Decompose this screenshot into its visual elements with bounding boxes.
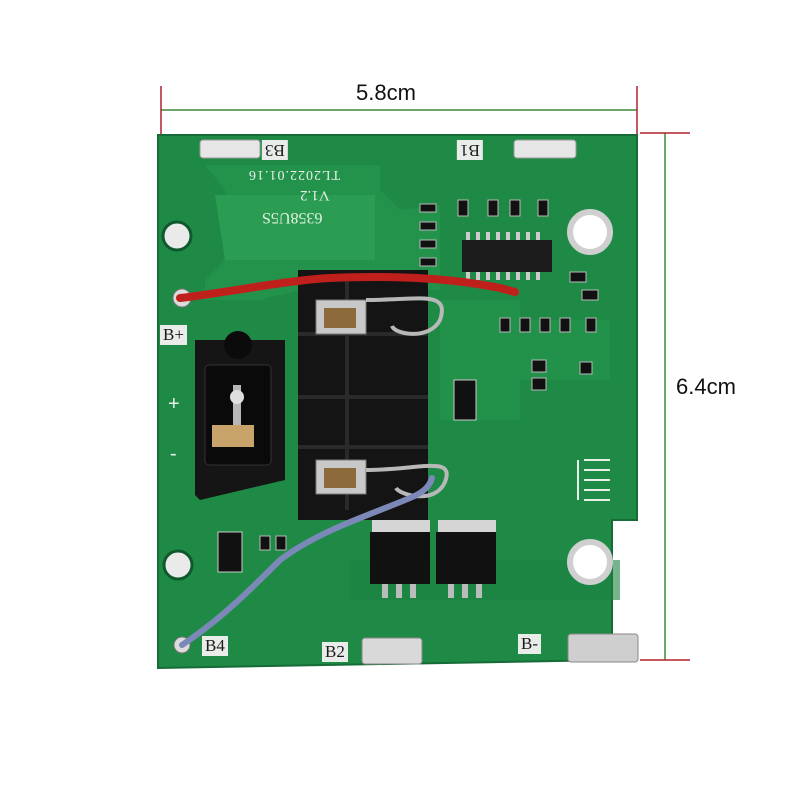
pad-label-b4: B4 bbox=[202, 636, 228, 656]
pad-label-b-minus: B- bbox=[518, 634, 541, 654]
height-dimension-line bbox=[640, 132, 690, 661]
pad-label-b-plus: B+ bbox=[160, 325, 187, 345]
silkscreen-version: V1.2 bbox=[300, 187, 330, 203]
blue-wire bbox=[179, 475, 435, 648]
svg-text:+: + bbox=[168, 393, 180, 415]
ic-chip bbox=[462, 240, 552, 272]
mosfet bbox=[370, 520, 496, 598]
silkscreen-model: 6358U5S bbox=[262, 209, 323, 226]
width-dimension-label: 5.8cm bbox=[356, 80, 416, 105]
dc-jack-connector bbox=[195, 331, 285, 500]
pad-label-b1: B1 bbox=[457, 140, 483, 160]
silkscreen-date: TL2022.01.16 bbox=[248, 167, 341, 182]
pad-label-b2: B2 bbox=[322, 642, 348, 662]
red-wire bbox=[176, 273, 519, 302]
width-dimension-line bbox=[160, 86, 638, 134]
height-dimension-label: 6.4cm bbox=[676, 374, 736, 399]
pad-label-b3: B3 bbox=[262, 140, 288, 160]
battery-terminal-connector bbox=[298, 270, 449, 520]
mounting-hole bbox=[161, 209, 613, 585]
diode bbox=[453, 379, 477, 421]
svg-text:-: - bbox=[170, 443, 177, 465]
